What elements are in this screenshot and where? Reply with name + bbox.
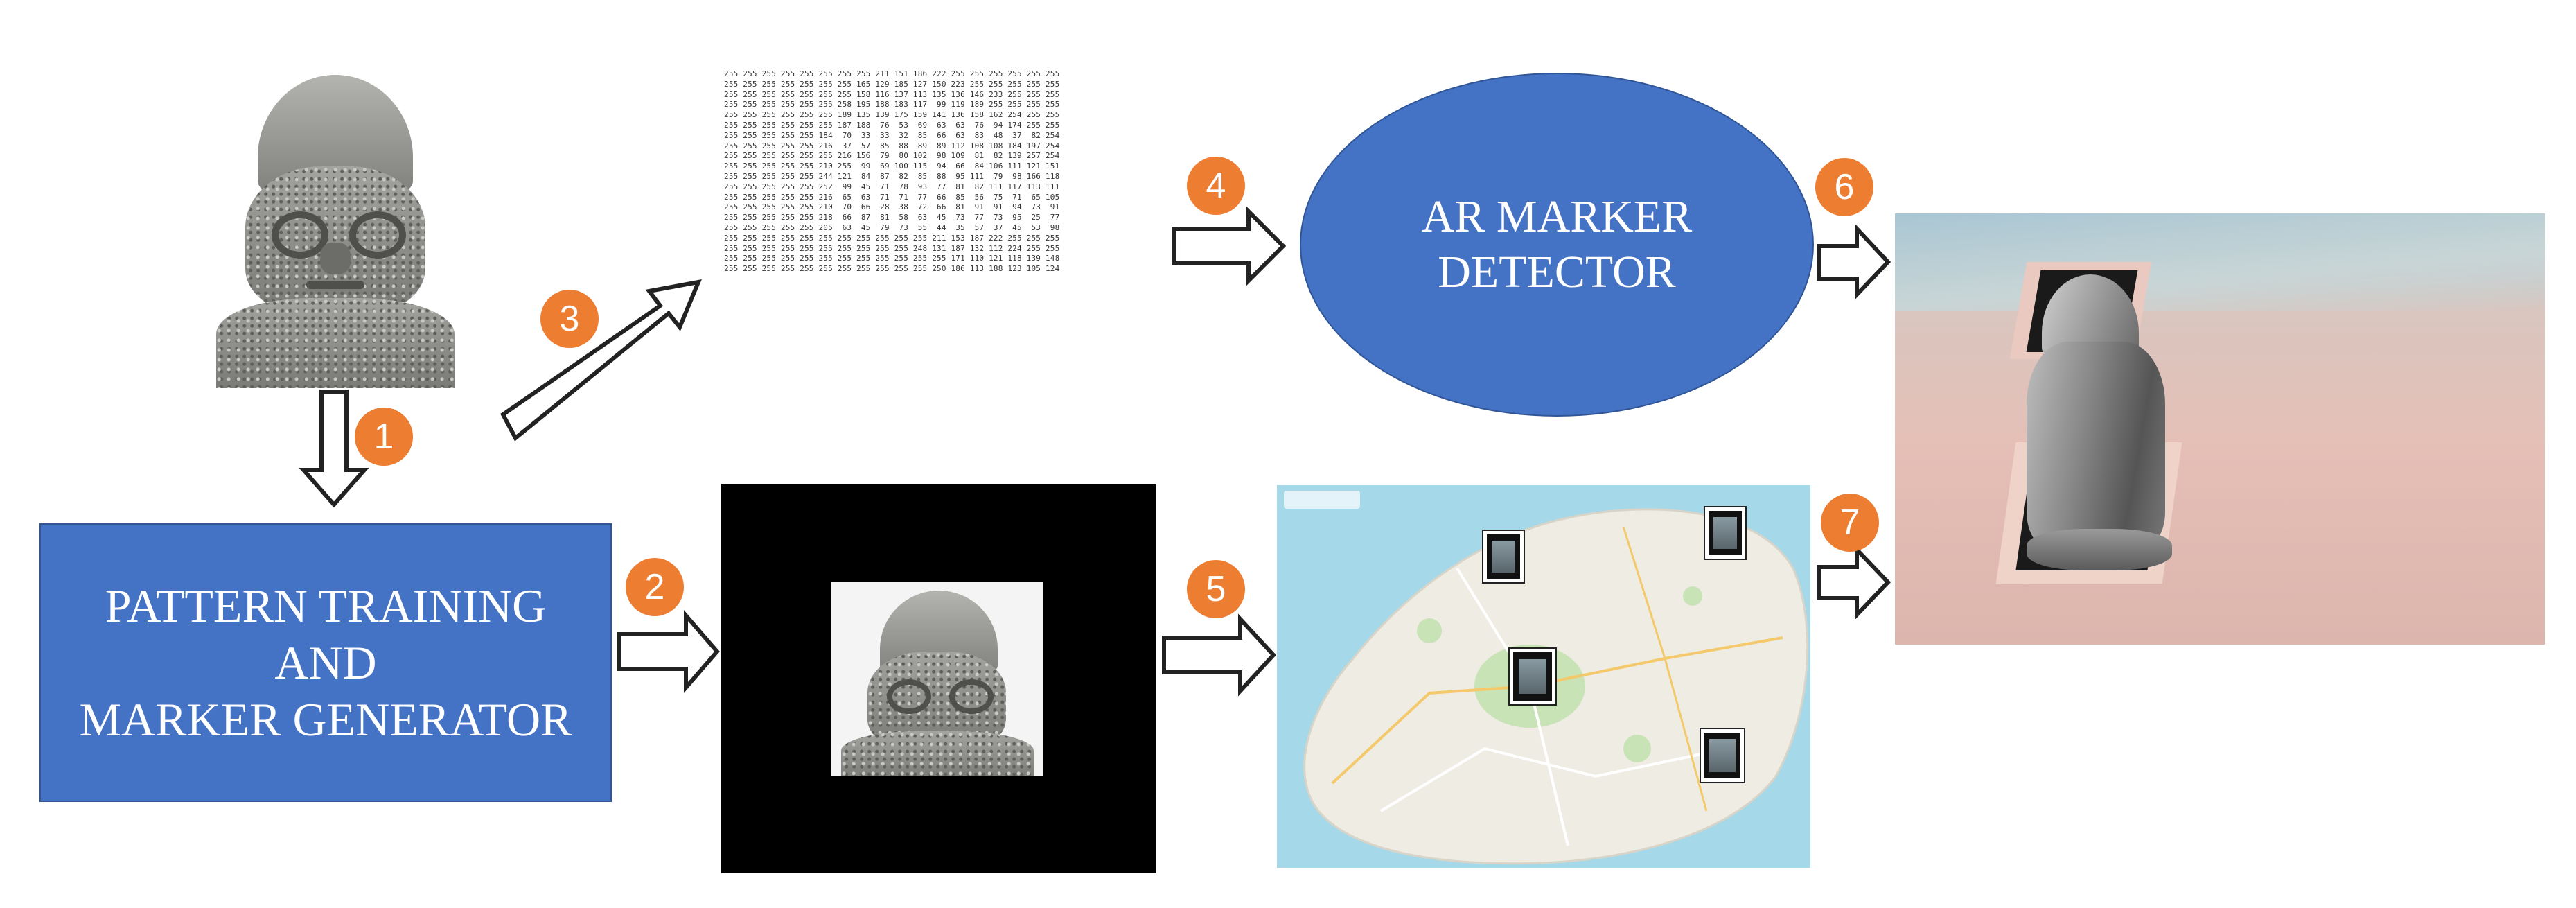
map-toolbar-icons[interactable] — [1284, 491, 1360, 509]
pixel-matrix-row: 255 255 255 255 255 210 255 99 69 100 11… — [724, 161, 1060, 171]
pixel-matrix-row: 255 255 255 255 255 216 37 57 85 88 89 8… — [724, 141, 1060, 150]
arrow-3-diagonal — [500, 279, 702, 442]
pixel-matrix-row: 255 255 255 255 255 255 255 255 255 255 … — [724, 264, 1060, 274]
ar-marker-detector: AR MARKER DETECTOR — [1300, 73, 1814, 417]
pixel-matrix-row: 255 255 255 255 255 255 255 255 211 151 … — [724, 69, 1060, 78]
arrow-2-right — [617, 609, 720, 694]
pixel-matrix: 255 255 255 255 255 255 255 255 211 151 … — [724, 69, 1154, 360]
pixel-matrix-row: 255 255 255 255 255 255 255 165 129 185 … — [724, 79, 1060, 89]
map-marker-pin-3[interactable] — [1510, 649, 1555, 704]
statue-eye-right — [349, 211, 406, 259]
island-map — [1277, 485, 1810, 868]
arrow-4-right — [1172, 206, 1287, 286]
pattern-training-box: PATTERN TRAINING AND MARKER GENERATOR — [39, 523, 612, 802]
marker-eye-left — [887, 679, 931, 714]
pixel-matrix-row: 255 255 255 255 255 255 216 156 79 80 10… — [724, 151, 1060, 161]
ar-detector-line-2: DETECTOR — [1438, 247, 1676, 297]
marker-inner-statue — [831, 582, 1043, 776]
pixel-matrix-row: 255 255 255 255 255 244 121 84 87 82 85 … — [724, 171, 1060, 181]
statue-eye-left — [272, 211, 328, 259]
step-badge-1: 1 — [355, 408, 413, 466]
map-marker-pin-1[interactable] — [1483, 531, 1524, 582]
pixel-matrix-row: 255 255 255 255 255 255 255 255 255 255 … — [724, 233, 1060, 243]
pixel-matrix-row: 255 255 255 255 255 210 70 66 28 38 72 6… — [724, 202, 1060, 212]
marker-statue-body — [841, 731, 1034, 776]
statue-body — [216, 298, 455, 388]
arrow-5-right — [1162, 613, 1277, 697]
pixel-matrix-row: 255 255 255 255 255 255 255 255 255 255 … — [724, 254, 1060, 263]
pattern-training-line-3: MARKER GENERATOR — [79, 693, 572, 746]
island-shape — [1303, 508, 1809, 865]
pixel-matrix-row: 255 255 255 255 255 205 63 45 79 73 55 4… — [724, 222, 1060, 232]
map-marker-pin-2[interactable] — [1705, 507, 1745, 559]
ar-result-photo — [1895, 213, 2545, 645]
pixel-matrix-row: 255 255 255 255 255 218 66 87 81 58 63 4… — [724, 213, 1060, 222]
pixel-matrix-row: 255 255 255 255 255 255 255 255 255 255 … — [724, 243, 1060, 253]
step-badge-5: 5 — [1187, 560, 1245, 618]
ar-3d-statue-base — [2027, 529, 2172, 570]
pixel-matrix-row: 255 255 255 255 255 216 65 63 71 71 77 6… — [724, 192, 1060, 202]
pixel-matrix-row: 255 255 255 255 255 255 258 195 188 183 … — [724, 100, 1060, 110]
source-statue-photo — [202, 69, 468, 388]
pixel-matrix-row: 255 255 255 255 255 255 189 135 139 175 … — [724, 110, 1060, 120]
step-badge-6: 6 — [1815, 158, 1873, 216]
statue-nose — [320, 243, 351, 274]
map-marker-pin-4[interactable] — [1701, 729, 1744, 782]
step-badge-4: 4 — [1187, 157, 1245, 215]
pixel-matrix-row: 255 255 255 255 255 255 255 158 116 137 … — [724, 89, 1060, 99]
pattern-training-line-1: PATTERN TRAINING — [105, 579, 547, 632]
ar-detector-line-1: AR MARKER — [1421, 191, 1693, 242]
arrow-7-right — [1817, 544, 1891, 620]
ar-3d-statue-body — [2027, 342, 2165, 550]
step-badge-3: 3 — [540, 290, 599, 348]
arrow-1-down — [299, 390, 369, 508]
step-badge-7: 7 — [1821, 494, 1879, 552]
marker-eye-right — [949, 679, 994, 714]
pixel-matrix-row: 255 255 255 255 255 184 70 33 33 32 85 6… — [724, 130, 1060, 140]
arrow-6-right — [1817, 223, 1891, 300]
statue-mouth — [306, 281, 364, 289]
step-badge-2: 2 — [626, 558, 684, 616]
pixel-matrix-row: 255 255 255 255 255 252 99 45 71 78 93 7… — [724, 182, 1060, 191]
ar-map-sea — [1895, 213, 2545, 311]
pixel-matrix-row: 255 255 255 255 255 255 187 188 76 53 69… — [724, 120, 1060, 130]
pattern-training-line-2: AND — [274, 636, 377, 689]
